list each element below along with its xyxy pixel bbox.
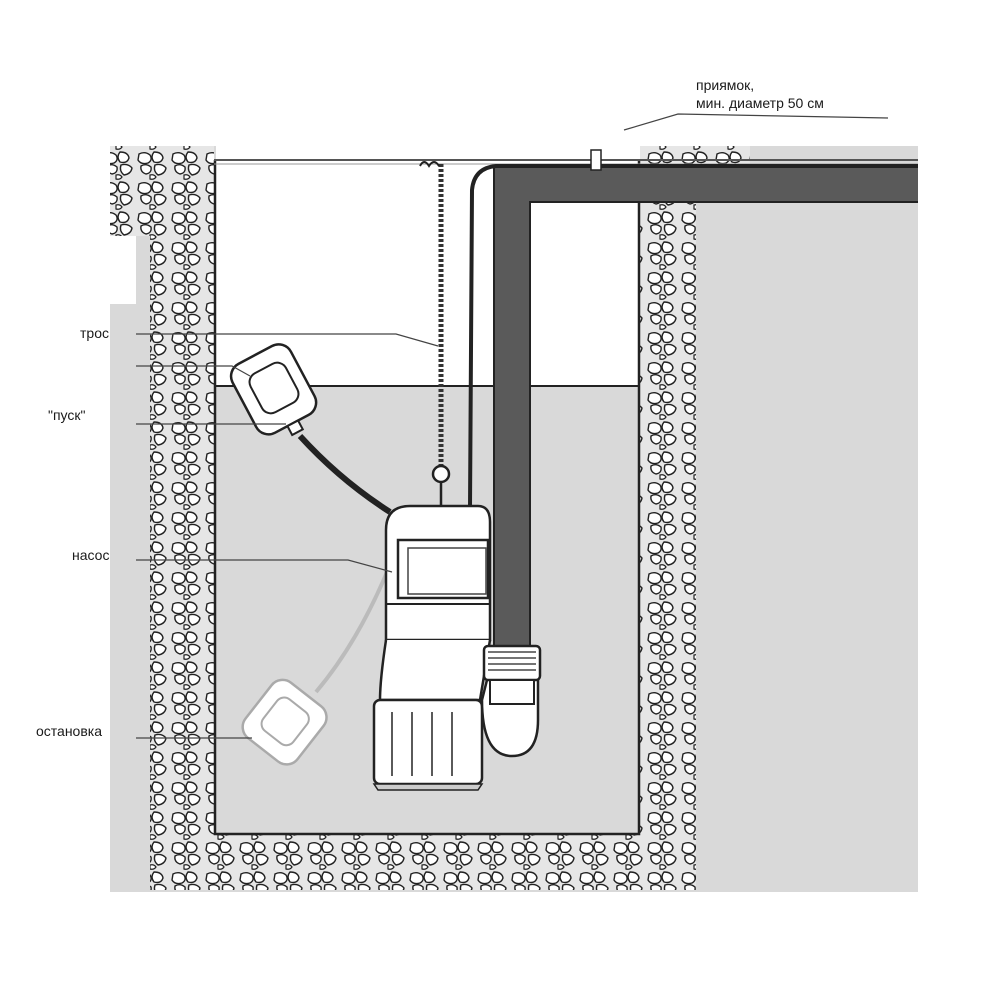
label-start: "пуск" [48, 407, 86, 423]
label-stop: остановка [36, 723, 103, 739]
gravel-right-wall-lower [640, 170, 696, 890]
label-sump-line1: приямок, [696, 77, 755, 93]
start-float-switch [229, 343, 318, 437]
gravel-bottom [150, 834, 696, 890]
label-cable: трос [80, 325, 109, 341]
rope-hook-top [419, 161, 440, 168]
rope-ring [431, 464, 451, 484]
power-cable [468, 164, 918, 509]
stop-float-cable [314, 559, 394, 694]
leader-cable [136, 333, 439, 347]
leader-pump [136, 559, 393, 573]
discharge-hose-fill [495, 167, 918, 650]
sump-wall-outline [213, 160, 641, 836]
leader-sump [623, 113, 889, 131]
gravel-left-wall [110, 146, 214, 236]
label-sump-line2: мин. диаметр 50 см [696, 95, 824, 111]
cable-clamp [590, 149, 602, 171]
label-pump: насос [72, 547, 110, 563]
pump-outlet-elbow [480, 644, 542, 758]
pump [372, 504, 492, 791]
start-float-cable [297, 433, 392, 515]
stop-float-switch [241, 678, 328, 766]
leader-start [136, 365, 251, 377]
